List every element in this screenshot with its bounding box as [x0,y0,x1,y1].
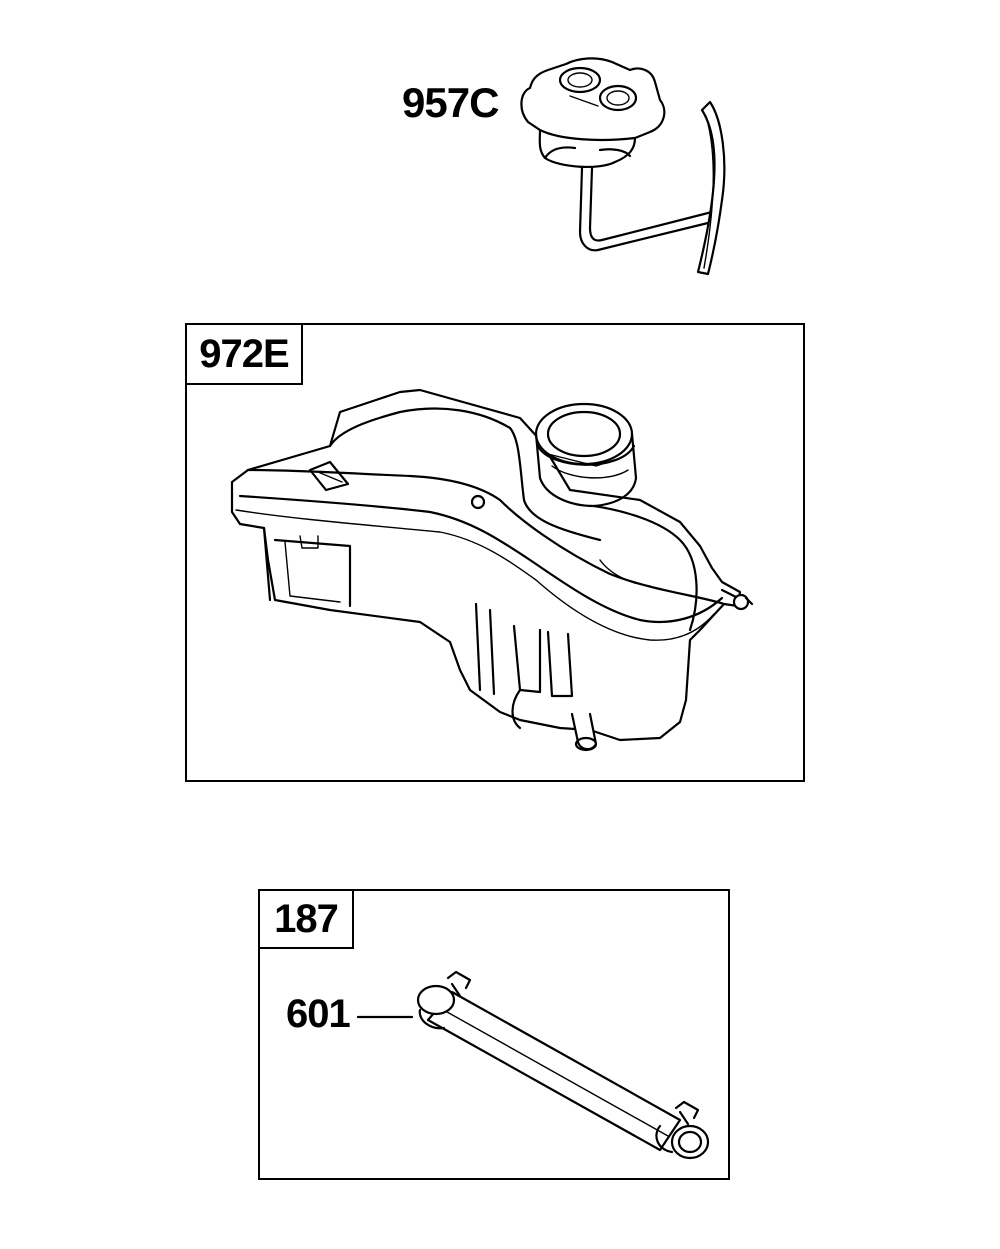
fuel-line-kit-frame: 187 [258,889,730,1180]
fuel-hose-drawing [356,970,710,1160]
fuel-tank-frame: 972E [185,323,805,782]
part-label-972e: 972E [185,323,303,385]
fuel-tank-drawing [230,388,754,752]
part-label-187: 187 [258,889,354,949]
part-label-601: 601 [286,992,351,1036]
fuel-cap-drawing [520,57,726,276]
part-label-957c: 957C [402,79,499,126]
